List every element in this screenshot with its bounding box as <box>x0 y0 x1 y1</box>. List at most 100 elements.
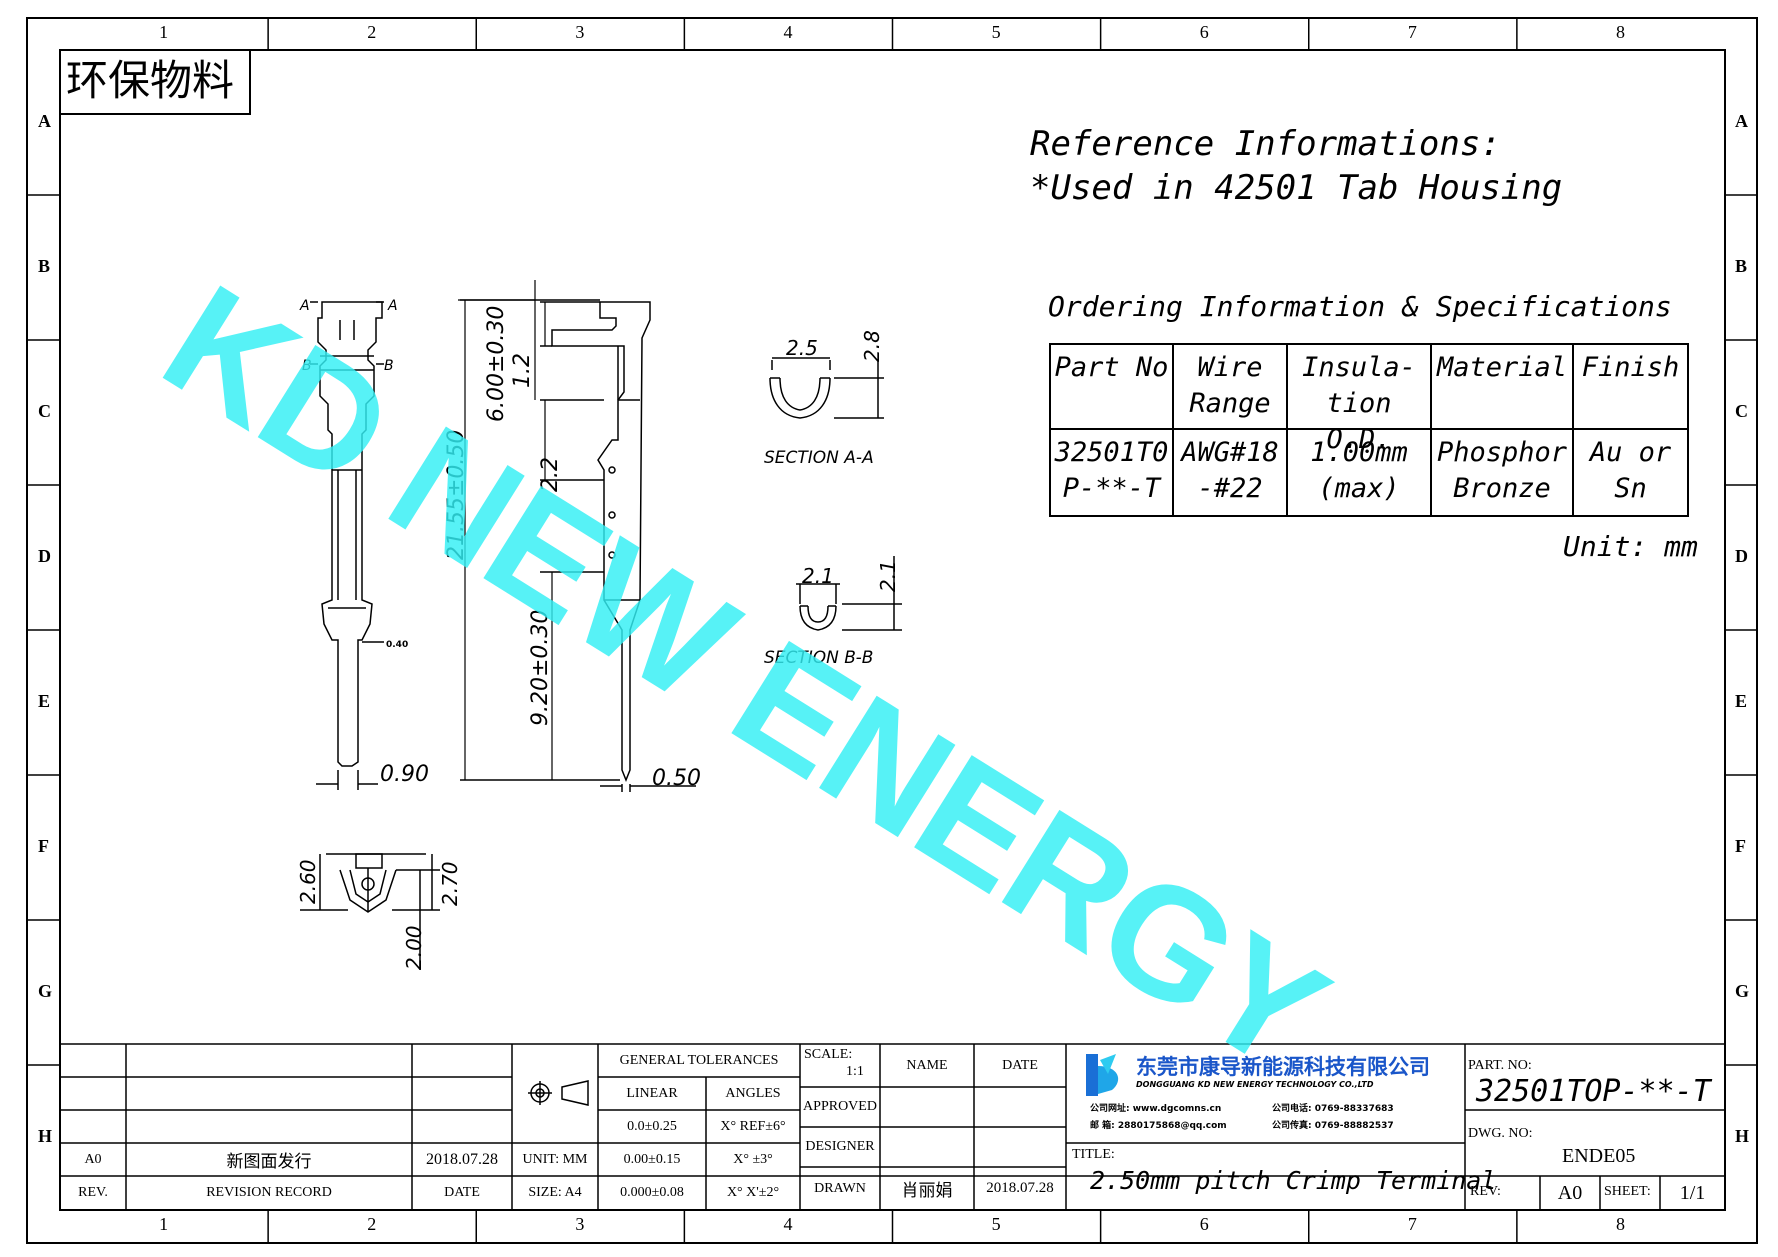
ordering-header-line: Insula- <box>1302 352 1416 383</box>
revision-record-value: 新图面发行 <box>226 1152 312 1171</box>
col-label-bottom: 4 <box>783 1214 793 1234</box>
tolerance-linear-3: 0.000±0.08 <box>620 1185 684 1200</box>
row-label-left: A <box>38 110 51 131</box>
section-mark-b-right: B <box>384 358 394 374</box>
ordering-cell-line: 32501T0 <box>1054 437 1169 468</box>
col-label-bottom: 7 <box>1407 1214 1417 1234</box>
company-fax: 公司传真: 0769-88882537 <box>1272 1121 1394 1131</box>
col-label-top: 3 <box>575 22 585 42</box>
dim-section-b-height: 2.1 <box>876 560 900 592</box>
ordering-header: Insula-tion O.D. <box>1287 344 1431 455</box>
col-label-top: 5 <box>991 22 1001 42</box>
ordering-header: Part No <box>1050 344 1173 435</box>
company-name-cn: 东莞市康导新能源科技有限公司 <box>1136 1055 1430 1079</box>
col-label-bottom: 1 <box>159 1214 169 1234</box>
ordering-cell-line: Phosphor <box>1436 437 1568 468</box>
sheet-label: SHEET: <box>1604 1184 1651 1199</box>
tolerances-angles: ANGLES <box>725 1085 781 1101</box>
row-label-right: D <box>1735 545 1748 566</box>
ordering-header-line: Range <box>1189 388 1271 419</box>
tolerance-angle-3: X° X'±2° <box>726 1185 780 1200</box>
ordering-header: Finish <box>1573 344 1688 435</box>
ordering-cell-line: Au or Sn <box>1589 437 1672 504</box>
dim-crimp-length: 6.00±0.30 <box>484 305 509 422</box>
ordering-cell-line: (max) <box>1318 473 1400 504</box>
row-label-right: C <box>1735 400 1748 421</box>
ordering-cell: Au or Sn <box>1573 429 1688 522</box>
approved-label: APPROVED <box>803 1099 877 1114</box>
company-phone: 公司电话: 0769-88337683 <box>1272 1104 1394 1114</box>
title-label: TITLE: <box>1072 1147 1115 1162</box>
ordering-table-grid <box>1049 343 1689 517</box>
ordering-header-line: Wire <box>1197 352 1263 383</box>
revision-date-label: DATE <box>444 1185 480 1200</box>
row-label-right: E <box>1735 690 1748 711</box>
col-label-top: 1 <box>159 22 169 42</box>
revision-date-value: 2018.07.28 <box>426 1150 498 1168</box>
row-label-left: E <box>38 690 51 711</box>
ordering-header-line: Material <box>1436 352 1568 383</box>
dim-tiny-note: 0.40 <box>386 640 409 650</box>
zone-dividers <box>27 18 1757 1243</box>
dim-section-b-width: 2.1 <box>802 564 834 588</box>
part-no-value: 32501TOP-**-T <box>1476 1074 1711 1109</box>
drawing-title: 2.50mm pitch Crimp Terminal <box>1090 1166 1497 1195</box>
col-label-top: 8 <box>1615 22 1625 42</box>
dwg-no-label: DWG. NO: <box>1468 1126 1533 1141</box>
section-b-label: SECTION B-B <box>764 648 874 668</box>
scale-label: SCALE: <box>804 1047 853 1062</box>
drawn-label: DRAWN <box>814 1180 866 1196</box>
ordering-header-line: Part No <box>1054 352 1169 383</box>
section-bb-drawing <box>796 556 902 631</box>
row-label-left: D <box>38 545 51 566</box>
tolerance-angle-1: X° REF±6° <box>720 1118 786 1134</box>
row-label-right: F <box>1735 835 1746 856</box>
scale-value: 1:1 <box>846 1064 864 1079</box>
dim-section-a-width: 2.5 <box>786 336 818 360</box>
dim-end-270: 2.70 <box>438 861 462 906</box>
tolerance-angle-2: X° ±3° <box>733 1151 773 1167</box>
col-label-bottom: 6 <box>1199 1214 1209 1234</box>
row-label-right: H <box>1735 1125 1750 1146</box>
reference-heading: Reference Informations: <box>1030 124 1501 164</box>
ordering-cell-line: Bronze <box>1453 473 1551 504</box>
dimension-lines <box>458 280 553 780</box>
ordering-cell: AWG#18-#22 <box>1173 429 1287 522</box>
row-label-right: A <box>1735 110 1748 131</box>
terminal-end-view <box>300 853 440 970</box>
company-website: 公司网址: www.dgcomns.cn <box>1090 1104 1222 1114</box>
ordering-cell-line: P-**-T <box>1062 473 1161 504</box>
date-header: DATE <box>1002 1057 1038 1073</box>
ordering-cell: 1.00mm (max) <box>1287 429 1431 522</box>
col-label-top: 2 <box>367 22 377 42</box>
company-name-en: DONGGUANG KD NEW ENERGY TECHNOLOGY CO.,L… <box>1136 1080 1374 1089</box>
col-label-bottom: 2 <box>367 1214 377 1234</box>
col-label-top: 7 <box>1407 22 1417 42</box>
section-mark-b-left: B <box>302 358 312 374</box>
revision-record-label: REVISION RECORD <box>206 1185 332 1200</box>
section-mark-a-right: A <box>388 298 398 314</box>
eco-material-label: 环保物料 <box>66 59 235 105</box>
projection-symbol-icon <box>528 1080 589 1106</box>
dwg-no-value: ENDE05 <box>1562 1145 1636 1167</box>
drawn-date: 2018.07.28 <box>986 1180 1054 1196</box>
ordering-header: Material <box>1431 344 1573 435</box>
row-label-left: G <box>38 980 53 1001</box>
tolerances-linear: LINEAR <box>626 1085 678 1101</box>
sheet-value: 1/1 <box>1679 1181 1706 1204</box>
terminal-side-view <box>310 301 384 790</box>
ordering-title: Ordering Information & Specifications <box>1048 290 1672 323</box>
ordering-cell-line: AWG#18 <box>1181 437 1279 468</box>
designer-label: DESIGNER <box>805 1139 875 1154</box>
col-label-top: 6 <box>1199 22 1209 42</box>
ordering-cell-line: 1.00mm <box>1310 437 1408 468</box>
dim-width-050: 0.50 <box>652 766 701 791</box>
dim-end-260: 2.60 <box>296 859 320 904</box>
drawn-name: 肖丽娟 <box>901 1181 953 1200</box>
row-label-left: B <box>38 255 51 276</box>
eco-label-box <box>59 49 251 115</box>
